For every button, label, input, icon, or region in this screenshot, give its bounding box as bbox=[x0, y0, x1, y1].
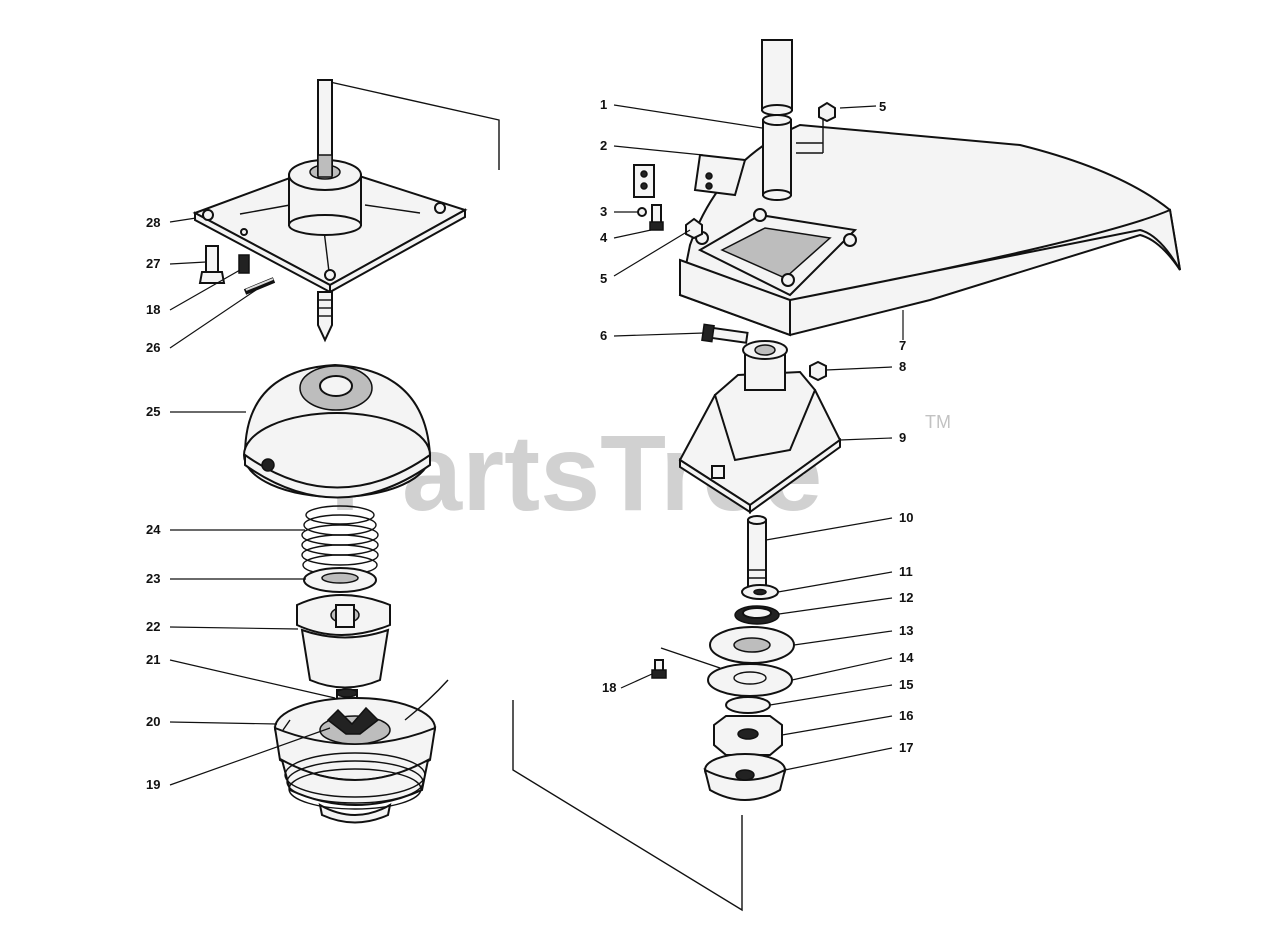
hex-bolt bbox=[198, 245, 226, 284]
grass-deflector-guard bbox=[678, 123, 1181, 337]
spool-cover bbox=[243, 363, 432, 499]
callout-13: 13 bbox=[899, 623, 913, 638]
trimmer-spool bbox=[273, 679, 449, 824]
callout-19: 19 bbox=[146, 777, 160, 792]
thrust-washer bbox=[725, 696, 771, 714]
watermark-trademark: TM bbox=[925, 412, 951, 432]
assembly-guide-lines bbox=[320, 79, 743, 912]
small-washer bbox=[637, 207, 647, 217]
callout-9: 9 bbox=[899, 430, 906, 445]
callout-15: 15 bbox=[899, 677, 913, 692]
leader-lines bbox=[169, 104, 904, 786]
callout-5-lower: 5 bbox=[600, 271, 607, 286]
shaft-sleeve bbox=[762, 114, 792, 201]
hub-screw bbox=[651, 659, 667, 679]
shaft-tube bbox=[761, 39, 793, 116]
callout-17: 17 bbox=[899, 740, 913, 755]
callout-5-upper: 5 bbox=[879, 99, 886, 114]
guard-screw bbox=[649, 204, 664, 231]
clamp-bolt bbox=[701, 323, 749, 344]
retainer-plate bbox=[707, 663, 793, 697]
callout-20: 20 bbox=[146, 714, 160, 729]
callout-2: 2 bbox=[600, 138, 607, 153]
shaft-washer bbox=[741, 584, 779, 600]
callout-27: 27 bbox=[146, 256, 160, 271]
callout-21: 21 bbox=[146, 652, 160, 667]
callout-26: 26 bbox=[146, 340, 160, 355]
callout-16: 16 bbox=[899, 708, 913, 723]
callout-12: 12 bbox=[899, 590, 913, 605]
callout-4: 4 bbox=[600, 230, 608, 245]
drive-cup bbox=[703, 753, 787, 801]
callout-23: 23 bbox=[146, 571, 160, 586]
clamp-nut bbox=[809, 360, 827, 382]
lock-nut-lower bbox=[685, 217, 703, 240]
callout-18-right: 18 bbox=[602, 680, 616, 695]
drive-hub bbox=[713, 715, 783, 756]
callout-6: 6 bbox=[600, 328, 607, 343]
callout-10: 10 bbox=[899, 510, 913, 525]
callout-7: 7 bbox=[899, 338, 906, 353]
small-screw bbox=[238, 254, 250, 274]
callout-labels: 1 2 3 4 5 5 6 7 8 9 10 11 12 13 14 15 16… bbox=[146, 97, 914, 792]
callout-11: 11 bbox=[899, 564, 913, 579]
bearing-flange bbox=[709, 626, 795, 664]
callout-28: 28 bbox=[146, 215, 160, 230]
callout-25: 25 bbox=[146, 404, 160, 419]
spool-hub bbox=[296, 594, 391, 689]
callout-3: 3 bbox=[600, 204, 607, 219]
callout-24: 24 bbox=[146, 522, 161, 537]
callout-14: 14 bbox=[899, 650, 914, 665]
drive-shaft bbox=[747, 515, 767, 591]
clamp-bracket bbox=[633, 153, 747, 198]
callout-1: 1 bbox=[600, 97, 607, 112]
roll-pin bbox=[243, 277, 276, 295]
callout-18-left: 18 bbox=[146, 302, 160, 317]
gear-housing bbox=[678, 340, 842, 514]
callout-22: 22 bbox=[146, 619, 160, 634]
mounting-plate bbox=[192, 79, 468, 343]
spring-washer bbox=[303, 567, 377, 593]
lock-nut-upper bbox=[818, 101, 836, 123]
callout-8: 8 bbox=[899, 359, 906, 374]
ball-bearing bbox=[734, 605, 780, 625]
